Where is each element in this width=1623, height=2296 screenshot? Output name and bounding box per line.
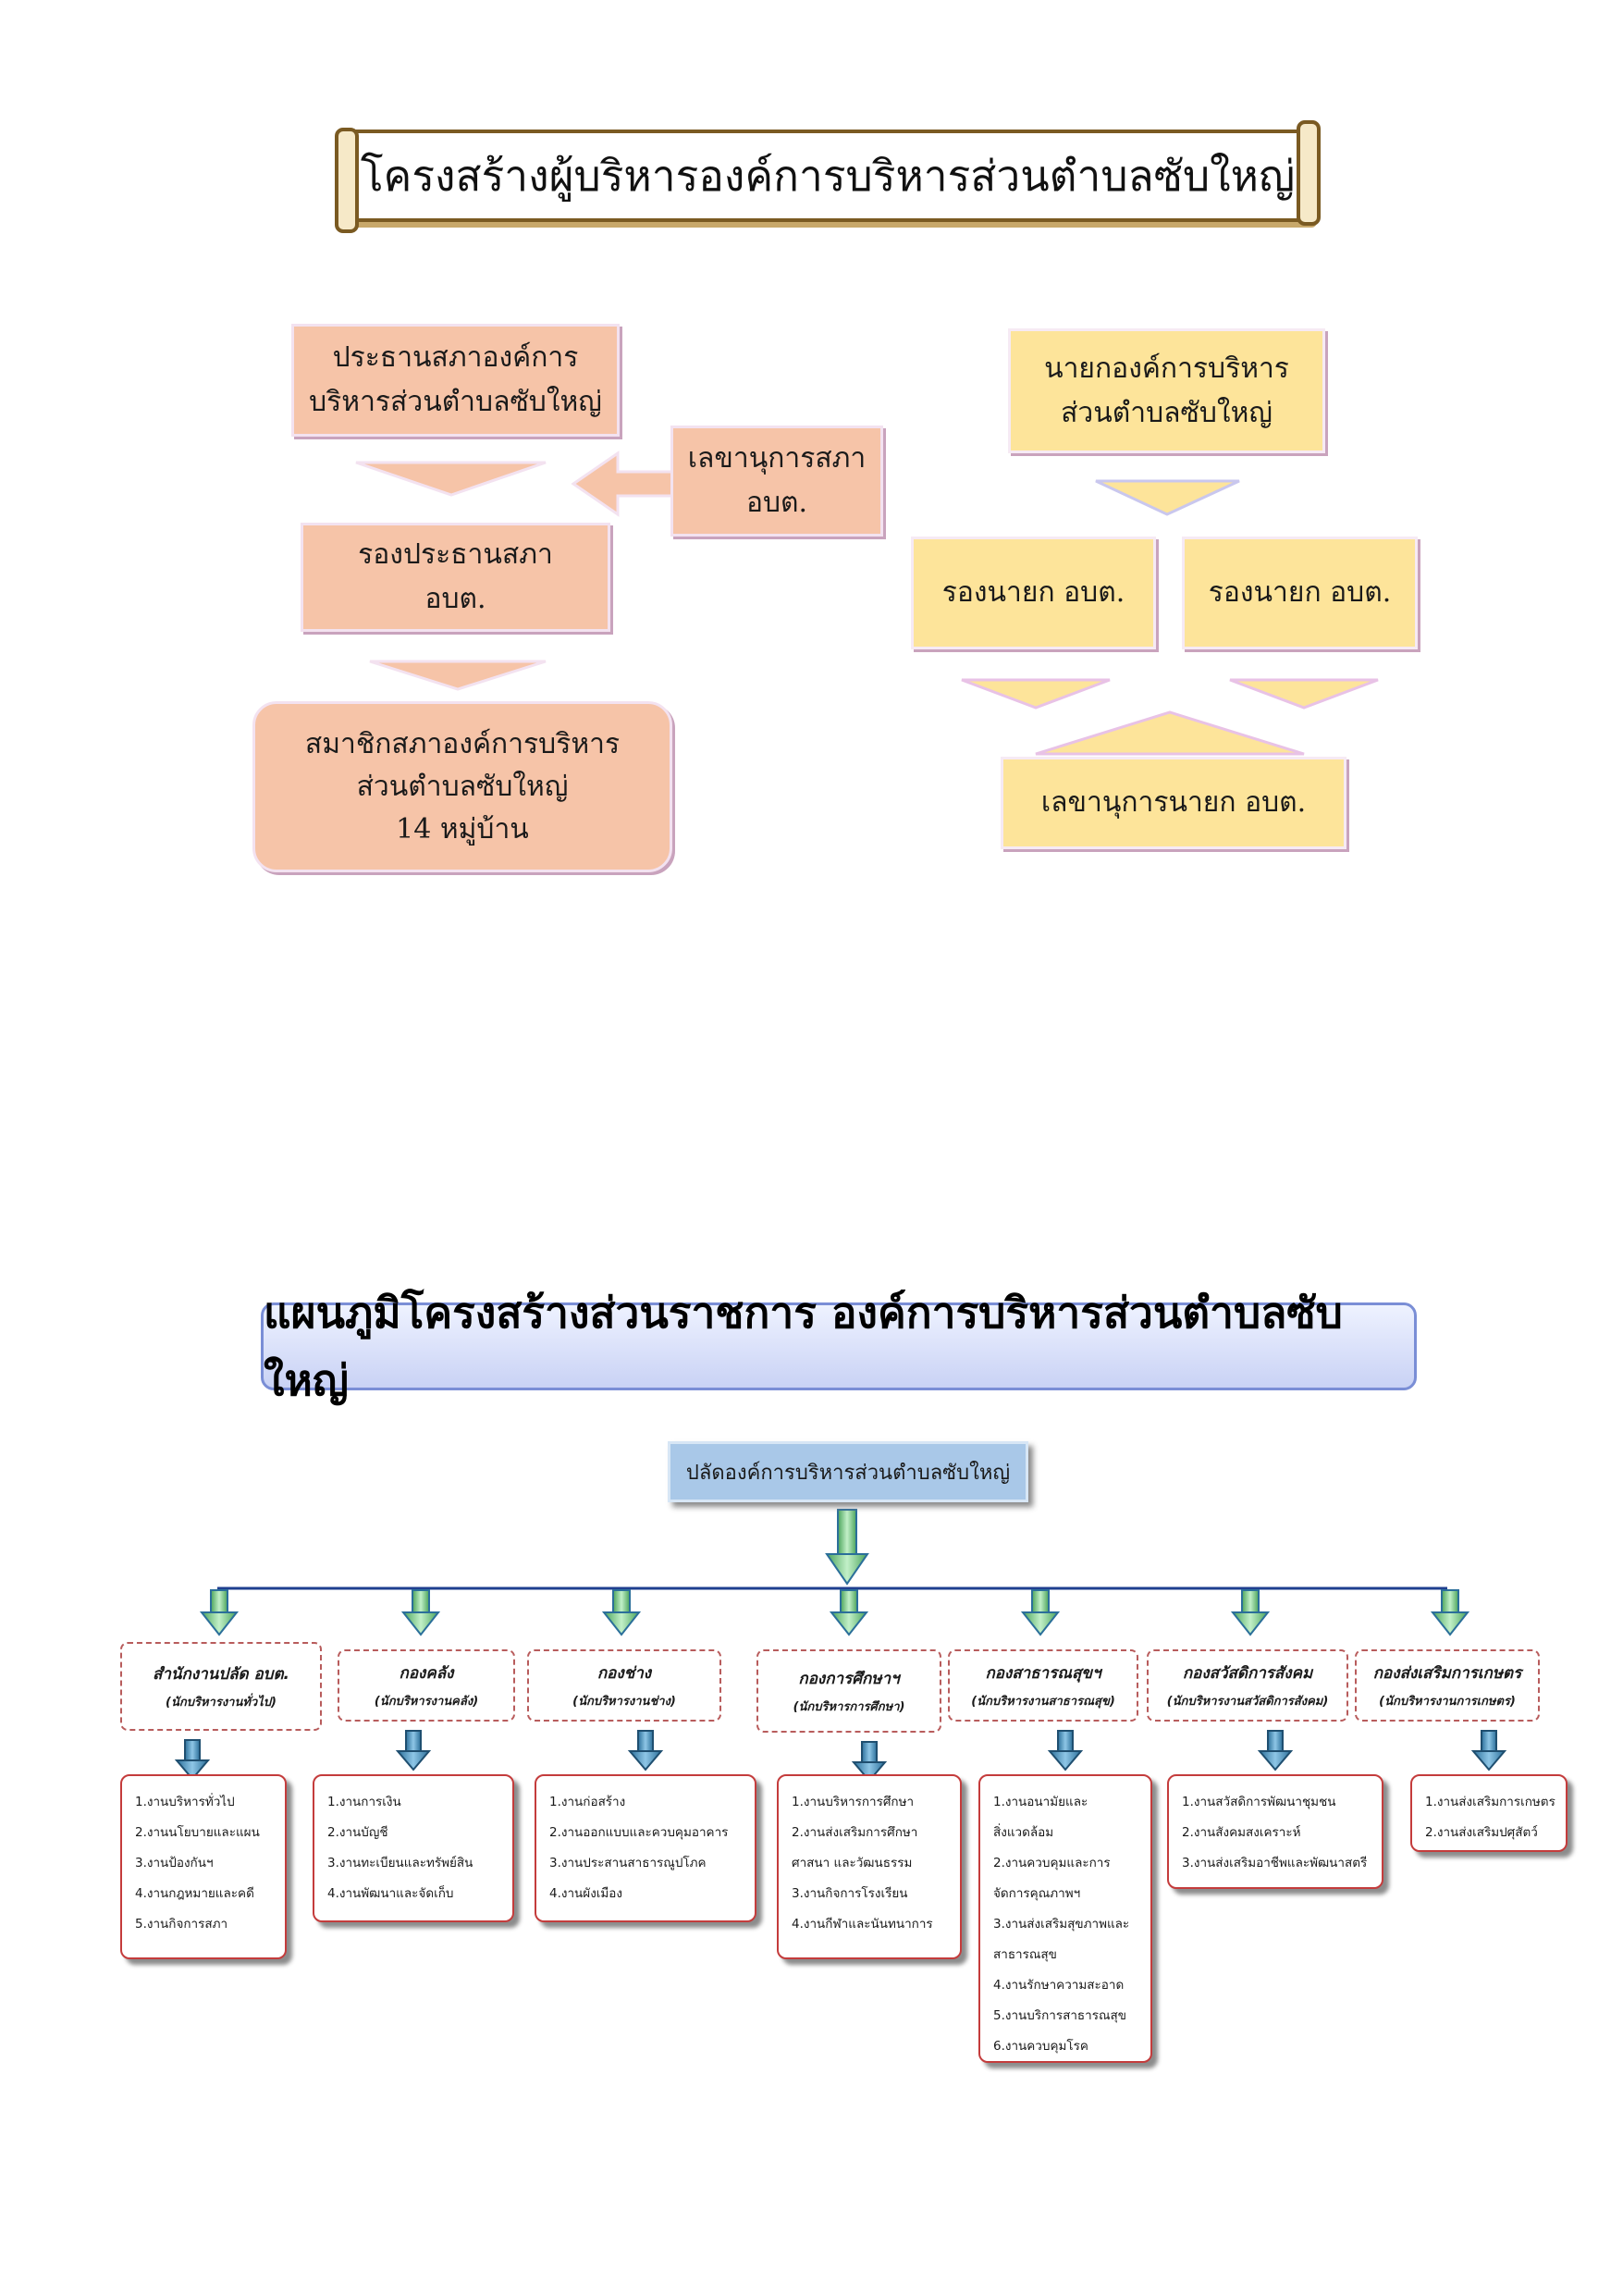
task-list-box: 1.งานบริหารทั่วไป 2.งานนโยบายและแผน 3.งานป… [120, 1774, 287, 1959]
task-item: 5.งานกิจการสภา [135, 1917, 228, 1932]
task-item: 3.งานประสานสาธารณูปโภค [549, 1856, 707, 1870]
department-arrow-7 [1430, 1589, 1470, 1636]
task-item: 1.งานการเงิน [327, 1795, 401, 1809]
scroll-right-curl [1297, 120, 1321, 226]
department-box: กองสาธารณสุขฯ (นักบริหารงานสาธารณสุข) [948, 1649, 1138, 1722]
department-title: กองการศึกษาฯ [798, 1670, 900, 1688]
task-arrow-6 [1257, 1730, 1294, 1771]
department-subtitle: (นักบริหารงานสวัสดิการสังคม) [1166, 1695, 1329, 1709]
task-arrow-2 [395, 1730, 432, 1771]
deputy-mayor-1-box: รองนายก อบต. [911, 537, 1156, 649]
task-item: 4.งานกีฬาและนันทนาการ [792, 1917, 933, 1932]
task-list-box: 1.งานบริหารการศึกษา 2.งานส่งเสริมการศึกษา… [777, 1774, 962, 1959]
arrow-deputy1-down [961, 678, 1111, 710]
task-arrow-1 [174, 1739, 211, 1781]
department-arrow-4 [829, 1589, 869, 1636]
arrow-chief-down [825, 1509, 869, 1586]
arrow-secretary-to-council [571, 451, 675, 517]
council-secretary-box: เลขานุการสภา อบต. [670, 426, 883, 537]
arrow-mayor-to-deputies [1095, 479, 1240, 516]
task-item: 3.งานป้องกันฯ [135, 1856, 214, 1870]
department-title: กองคลัง [399, 1664, 454, 1683]
task-item: 3.งานทะเบียนและทรัพย์สิน [327, 1856, 473, 1870]
council-president-box: ประธานสภาองค์การ บริหารส่วนตำบลซับใหญ่ [291, 324, 620, 437]
chief-administrator-box: ปลัดองค์การบริหารส่วนตำบลซับใหญ่ [668, 1441, 1028, 1502]
task-item: 4.งานพัฒนาและจัดเก็บ [327, 1886, 454, 1901]
department-box: กองส่งเสริมการเกษตร (นักบริหารงานการเกษตร… [1355, 1649, 1540, 1722]
task-item: 3.งานส่งเสริมสุขภาพและ [993, 1917, 1130, 1932]
department-box: กองสวัสดิการสังคม (นักบริหารงานสวัสดิการส… [1147, 1649, 1348, 1722]
executive-structure-title-text: โครงสร้างผู้บริหารองค์การบริหารส่วนตำบลซ… [360, 150, 1296, 201]
department-arrow-2 [400, 1589, 441, 1636]
arrow-president-to-vice [355, 461, 547, 497]
mayor-box: นายกองค์การบริหาร ส่วนตำบลซับใหญ่ [1008, 328, 1325, 453]
department-title: กองช่าง [596, 1664, 652, 1683]
department-title: กองสาธารณสุขฯ [985, 1664, 1101, 1683]
task-item: ศาสนา และวัฒนธรรม [792, 1856, 913, 1870]
task-item: 5.งานบริการสาธารณสุข [993, 2008, 1126, 2023]
department-title: กองสวัสดิการสังคม [1182, 1664, 1313, 1683]
department-arrow-5 [1020, 1589, 1061, 1636]
task-item: 2.งานส่งเสริมการศึกษา [792, 1825, 918, 1840]
department-box: สำนักงานปลัด อบต. (นักบริหารงานทั่วไป) [120, 1642, 322, 1731]
executive-structure-title: โครงสร้างผู้บริหารองค์การบริหารส่วนตำบลซ… [335, 120, 1321, 233]
department-subtitle: (นักบริหารงานทั่วไป) [166, 1696, 277, 1710]
task-item: 2.งานออกแบบและควบคุมอาคาร [549, 1825, 729, 1840]
task-item: 4.งานกฎหมายและคดี [135, 1886, 254, 1901]
council-members-box: สมาชิกสภาองค์การบริหาร ส่วนตำบลซับใหญ่ 1… [252, 701, 672, 872]
task-item: 6.งานควบคุมโรค [993, 2039, 1088, 2054]
task-item: จัดการคุณภาพฯ [993, 1886, 1081, 1901]
administrative-structure-title: แผนภูมิโครงสร้างส่วนราชการ องค์การบริหาร… [261, 1288, 1417, 1405]
department-subtitle: (นักบริหารการศึกษา) [793, 1700, 905, 1714]
task-item: 3.งานส่งเสริมอาชีพและพัฒนาสตรี [1182, 1856, 1368, 1870]
task-item: 1.งานบริหารการศึกษา [792, 1795, 915, 1809]
department-arrow-3 [601, 1589, 642, 1636]
task-item: 4.งานรักษาความสะอาด [993, 1978, 1125, 1993]
task-item: 4.งานผังเมือง [549, 1886, 622, 1901]
task-list-box: 1.งานส่งเสริมการเกษตร 2.งานส่งเสริมปศุสัต… [1410, 1774, 1568, 1852]
arrow-deputy2-down [1229, 678, 1379, 710]
task-item: สาธารณสุข [993, 1947, 1057, 1962]
task-item: 2.งานสังคมสงเคราะห์ [1182, 1825, 1301, 1840]
department-box: กองการศึกษาฯ (นักบริหารการศึกษา) [756, 1649, 941, 1733]
arrow-secretary-up [1035, 710, 1305, 756]
department-arrow-6 [1230, 1589, 1271, 1636]
task-item: 1.งานสวัสดิการพัฒนาชุมชน [1182, 1795, 1336, 1809]
task-item: สิ่งแวดล้อม [993, 1825, 1054, 1840]
task-item: 1.งานอนามัยและ [993, 1795, 1088, 1809]
task-item: 1.งานก่อสร้าง [549, 1795, 626, 1809]
department-subtitle: (นักบริหารงานคลัง) [374, 1695, 479, 1709]
department-subtitle: (นักบริหารงานสาธารณสุข) [971, 1695, 1115, 1709]
arrow-vice-to-members [369, 660, 547, 691]
department-subtitle: (นักบริหารงานการเกษตร) [1379, 1695, 1516, 1709]
scroll-left-curl [335, 128, 359, 233]
task-item: 2.งานนโยบายและแผน [135, 1825, 260, 1840]
department-title: กองส่งเสริมการเกษตร [1372, 1664, 1522, 1683]
task-list-box: 1.งานการเงิน 2.งานบัญชี 3.งานทะเบียนและทรั… [313, 1774, 514, 1922]
task-arrow-7 [1470, 1730, 1507, 1771]
council-vice-president-box: รองประธานสภา อบต. [301, 523, 610, 632]
task-item: 2.งานควบคุมและการ [993, 1856, 1111, 1870]
task-item: 2.งานส่งเสริมปศุสัตว์ [1425, 1825, 1538, 1840]
task-item: 1.งานส่งเสริมการเกษตร [1425, 1795, 1555, 1809]
task-arrow-4 [851, 1741, 888, 1783]
task-list-box: 1.งานอนามัยและสิ่งแวดล้อม 2.งานควบคุมและก… [978, 1774, 1152, 2063]
task-arrow-3 [627, 1730, 664, 1771]
task-item: 3.งานกิจการโรงเรียน [792, 1886, 908, 1901]
task-item: 1.งานบริหารทั่วไป [135, 1795, 235, 1809]
task-item: 2.งานบัญชี [327, 1825, 388, 1840]
department-arrow-1 [199, 1589, 240, 1636]
task-list-box: 1.งานก่อสร้าง 2.งานออกแบบและควบคุมอาคาร 3.… [535, 1774, 756, 1922]
department-subtitle: (นักบริหารงานช่าง) [572, 1695, 676, 1709]
task-arrow-5 [1047, 1730, 1084, 1771]
department-box: กองช่าง (นักบริหารงานช่าง) [527, 1649, 721, 1722]
task-list-box: 1.งานสวัสดิการพัฒนาชุมชน 2.งานสังคมสงเครา… [1167, 1774, 1383, 1889]
department-title: สำนักงานปลัด อบต. [153, 1665, 289, 1684]
deputy-mayor-2-box: รองนายก อบต. [1182, 537, 1418, 649]
department-box: กองคลัง (นักบริหารงานคลัง) [338, 1649, 515, 1722]
mayor-secretary-box: เลขานุการนายก อบต. [1001, 757, 1346, 849]
